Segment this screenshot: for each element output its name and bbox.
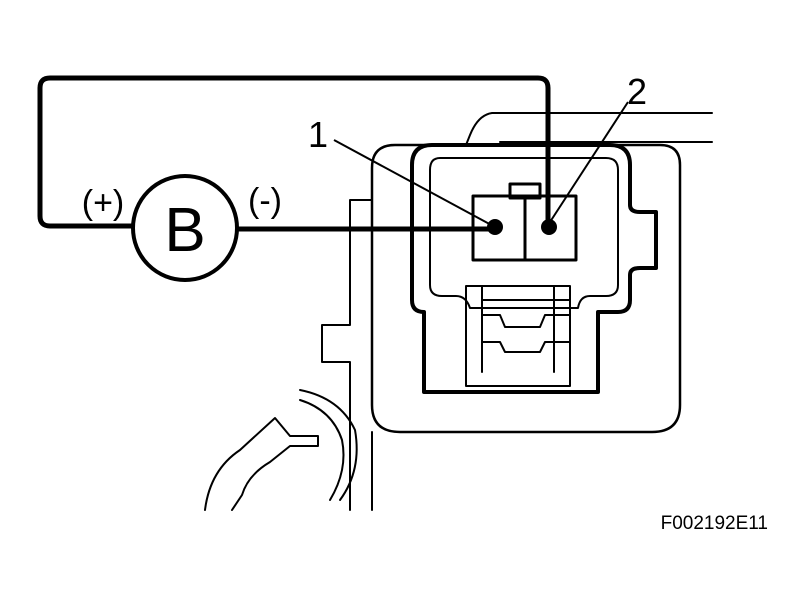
battery-symbol: B <box>131 174 239 282</box>
connector-inner-frame[interactable] <box>410 143 658 394</box>
lock-tab-notch-upper <box>481 299 571 328</box>
figure-code: F002192E11 <box>661 513 768 534</box>
leader-1 <box>333 139 496 228</box>
lock-tab <box>465 285 571 387</box>
hook-outer <box>299 389 358 501</box>
lock-tab-notch-lower <box>481 341 571 353</box>
battery-label: B <box>164 196 205 265</box>
hook-inner <box>299 399 345 501</box>
leader-2 <box>549 101 629 223</box>
mounting-bracket <box>321 199 373 511</box>
connector-inner-outline <box>429 157 619 309</box>
clip-outline <box>204 417 319 511</box>
terminal-2-dot[interactable] <box>541 219 557 235</box>
battery-circle <box>131 174 239 282</box>
callout-leaders <box>333 101 629 228</box>
terminal-1-dot[interactable] <box>487 219 503 235</box>
terminal-key <box>508 182 542 200</box>
positive-label: (+) <box>82 184 125 222</box>
callout-1: 1 <box>308 114 328 155</box>
negative-label: (-) <box>248 182 282 220</box>
test-wiring <box>37 75 551 232</box>
positive-lead <box>37 75 551 230</box>
harness-cable <box>465 112 713 146</box>
connector-assembly <box>204 112 713 511</box>
connector-housing <box>370 143 682 434</box>
callout-2: 2 <box>627 71 647 112</box>
